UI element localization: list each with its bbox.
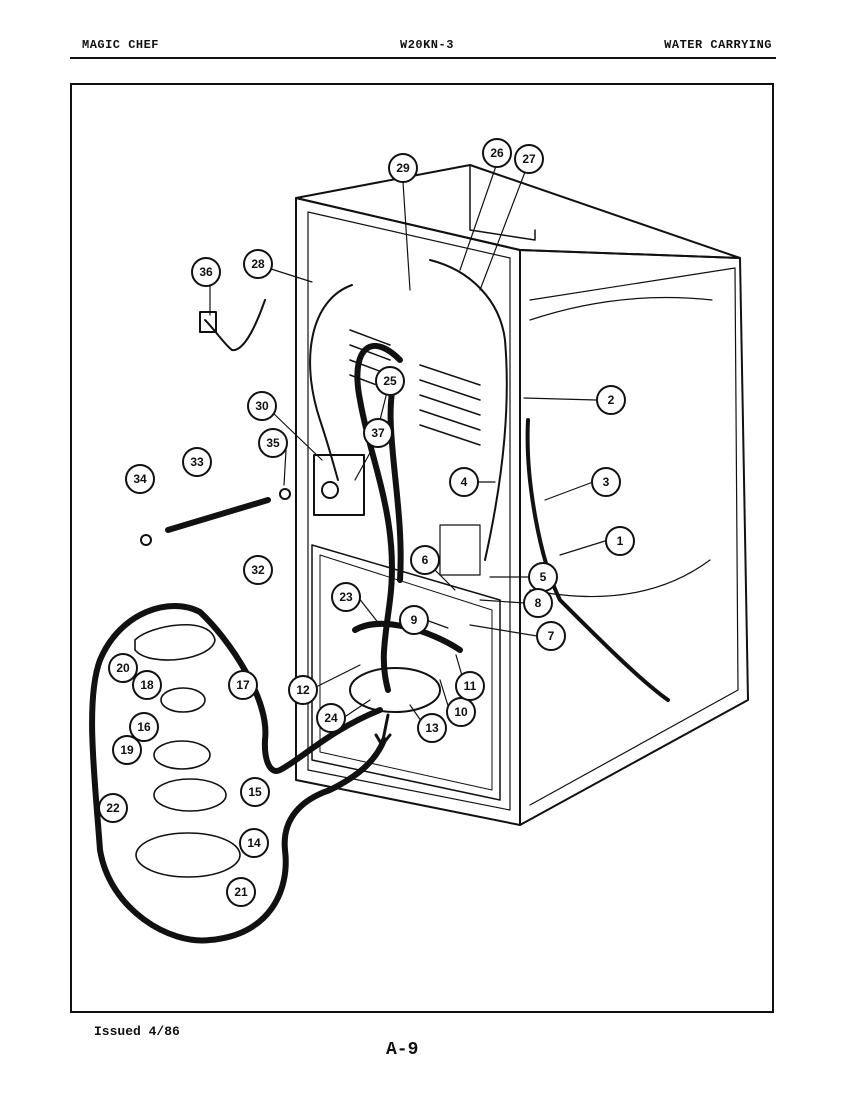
issued-date: Issued 4/86 [94,1024,180,1039]
svg-text:12: 12 [296,683,310,697]
leader-lines [209,165,606,729]
pump-cover [349,667,441,713]
pump-parts [134,623,392,878]
svg-text:25: 25 [383,374,397,388]
callout-13: 13 [417,713,447,743]
callout-8: 8 [523,588,553,618]
svg-text:7: 7 [548,629,555,643]
svg-text:27: 27 [522,152,536,166]
svg-text:23: 23 [339,590,353,604]
svg-text:29: 29 [396,161,410,175]
svg-text:18: 18 [140,678,154,692]
callout-18: 18 [132,670,162,700]
callout-36: 36 [191,257,221,287]
page-number: A-9 [386,1040,419,1060]
svg-text:5: 5 [540,570,547,584]
exploded-view-loop [89,603,387,944]
svg-text:1: 1 [617,534,624,548]
callout-12: 12 [288,675,318,705]
callout-9: 9 [399,605,429,635]
svg-text:33: 33 [190,455,204,469]
callout-10: 10 [446,697,476,727]
svg-text:16: 16 [137,720,151,734]
callout-16: 16 [129,712,159,742]
valve-port [321,481,339,499]
svg-text:13: 13 [425,721,439,735]
svg-text:21: 21 [234,885,248,899]
callout-24: 24 [316,703,346,733]
callout-5: 5 [528,562,558,592]
header-rule [70,57,776,59]
callout-27: 27 [514,144,544,174]
callout-19: 19 [112,735,142,765]
power-cord [204,299,266,351]
callout-11: 11 [455,671,485,701]
svg-text:3: 3 [603,475,610,489]
svg-text:4: 4 [461,475,468,489]
callout-20: 20 [108,653,138,683]
callout-25: 25 [375,366,405,396]
diagram-frame [70,83,774,1013]
water-hoses [352,342,463,693]
water-valve [313,454,365,516]
callout-1: 1 [605,526,635,556]
callout-21: 21 [226,877,256,907]
callout-2: 2 [596,385,626,415]
callout-4: 4 [449,467,479,497]
callout-14: 14 [239,828,269,858]
callout-23: 23 [331,582,361,612]
callout-35: 35 [258,428,288,458]
callout-15: 15 [240,777,270,807]
callout-32: 32 [243,555,273,585]
callout-17: 17 [228,670,258,700]
callout-28: 28 [243,249,273,279]
header-section: WATER CARRYING [664,38,772,52]
svg-text:17: 17 [236,678,250,692]
svg-text:20: 20 [116,661,130,675]
callout-30: 30 [247,391,277,421]
svg-text:9: 9 [411,613,418,627]
callout-34: 34 [125,464,155,494]
svg-text:37: 37 [371,426,385,440]
svg-text:11: 11 [464,679,477,693]
svg-text:14: 14 [247,836,261,850]
svg-text:34: 34 [133,472,147,486]
callout-22: 22 [98,793,128,823]
cord-plug [199,311,217,333]
callout-26: 26 [482,138,512,168]
svg-text:8: 8 [535,596,542,610]
svg-text:36: 36 [199,265,213,279]
svg-text:10: 10 [454,705,468,719]
callout-29: 29 [388,153,418,183]
svg-text:26: 26 [490,146,504,160]
svg-text:6: 6 [422,553,429,567]
svg-text:35: 35 [266,436,280,450]
callout-3: 3 [591,467,621,497]
svg-text:24: 24 [324,711,338,725]
callout-33: 33 [182,447,212,477]
callout-7: 7 [536,621,566,651]
svg-text:19: 19 [120,743,134,757]
svg-text:30: 30 [255,399,269,413]
svg-text:22: 22 [106,801,120,815]
svg-text:28: 28 [251,257,265,271]
callout-37: 37 [363,418,393,448]
header-model: W20KN-3 [400,38,454,52]
svg-text:32: 32 [251,563,265,577]
svg-text:15: 15 [248,785,262,799]
svg-text:2: 2 [608,393,615,407]
callout-6: 6 [410,545,440,575]
screw-assembly [140,488,291,546]
header-brand: MAGIC CHEF [82,38,160,52]
